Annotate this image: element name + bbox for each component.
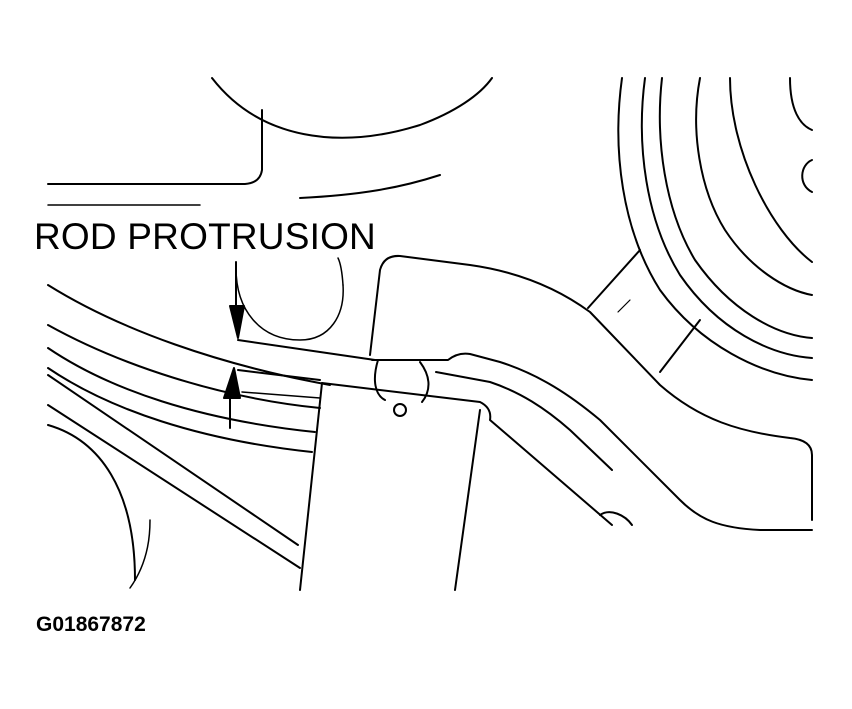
upper-housing [47, 77, 493, 206]
tensioner-bracket [369, 254, 813, 531]
dimension-arrows [223, 261, 245, 429]
figure-id: G01867872 [36, 613, 146, 636]
left-sweep-lines [47, 284, 331, 589]
crank-pulley [587, 77, 813, 381]
pushrod [237, 339, 430, 403]
rod-protrusion-label: ROD PROTRUSION [34, 216, 376, 257]
callout-circle [235, 257, 344, 341]
tensioner-block [299, 382, 613, 591]
